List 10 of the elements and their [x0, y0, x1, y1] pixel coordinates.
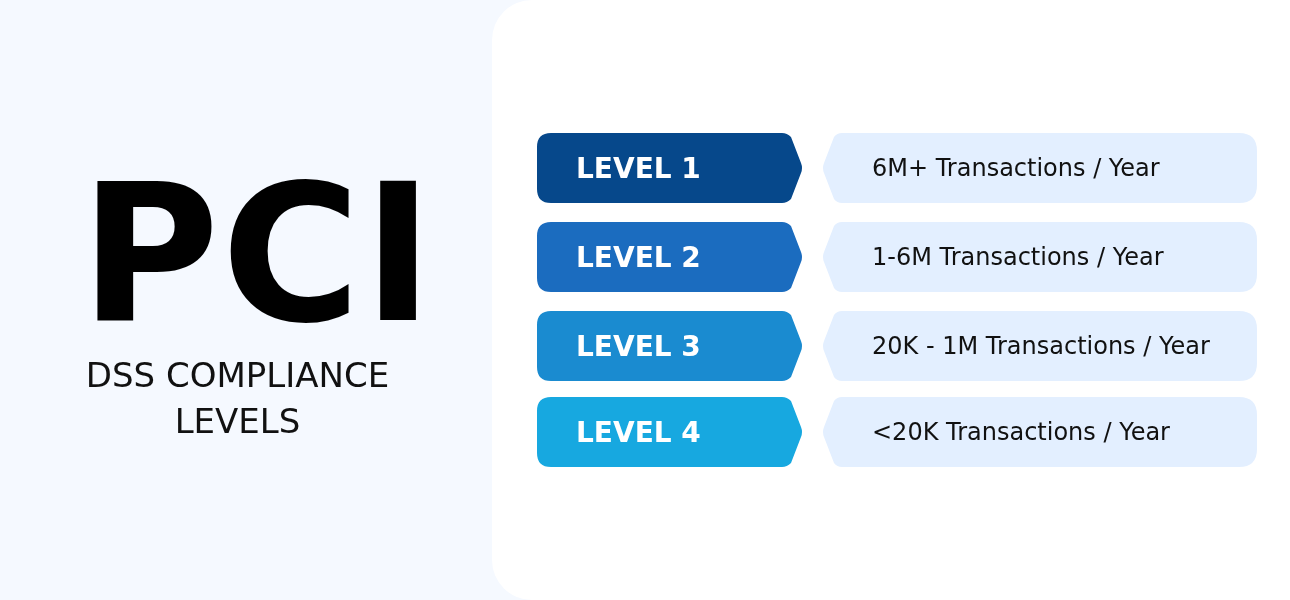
level-tag: LEVEL 2: [537, 222, 803, 292]
level-tag: LEVEL 4: [537, 397, 803, 467]
subtitle: DSS COMPLIANCE LEVELS: [84, 354, 391, 443]
transaction-tag: 1-6M Transactions / Year: [822, 222, 1257, 292]
transaction-tag: <20K Transactions / Year: [822, 397, 1257, 467]
level-tag: LEVEL 1: [537, 133, 803, 203]
transaction-tag: 6M+ Transactions / Year: [822, 133, 1257, 203]
transaction-tag: 20K - 1M Transactions / Year: [822, 311, 1257, 381]
title: PCI: [80, 160, 436, 350]
level-tag: LEVEL 3: [537, 311, 803, 381]
